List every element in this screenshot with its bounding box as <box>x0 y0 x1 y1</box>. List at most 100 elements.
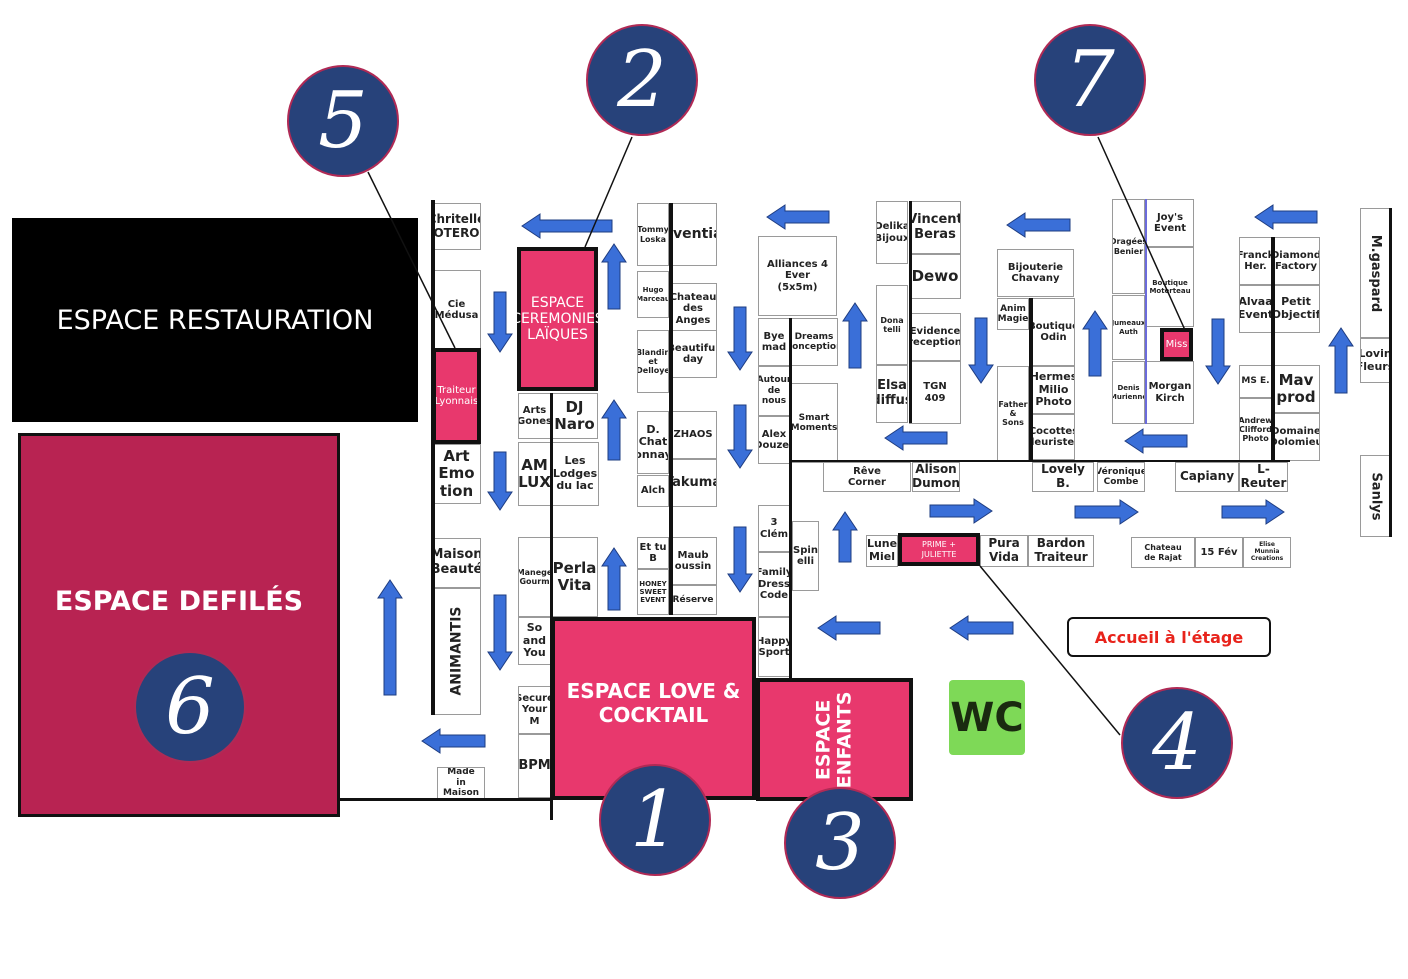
booth-denis[interactable]: Denis Murienne <box>1112 361 1145 424</box>
booth-chateauanges[interactable]: Chateau des Anges <box>669 283 717 335</box>
booth-miss[interactable]: Miss <box>1160 328 1193 361</box>
espace-enfants[interactable]: ESPACE ENFANTS <box>756 678 913 801</box>
espace-ceremonies[interactable]: ESPACE CEREMONIES LAÏQUES <box>511 247 604 391</box>
booth-clem[interactable]: 3 Clém <box>758 505 790 552</box>
booth-otero[interactable]: Chritelle OTERO <box>432 203 481 250</box>
booth-maisonbeaute[interactable]: Maison Beauté <box>432 538 481 588</box>
booth-fev[interactable]: 15 Fév <box>1195 537 1243 568</box>
booth-alvaa[interactable]: Alvaa Event <box>1239 285 1272 333</box>
booth-joys[interactable]: Joy's Event <box>1146 199 1194 247</box>
booth-diamond[interactable]: Diamond Factory <box>1272 237 1320 285</box>
booth-franck[interactable]: Franck Her. <box>1239 237 1272 285</box>
booth-alch[interactable]: Alch <box>637 475 669 507</box>
booth-odin[interactable]: Boutique Odin <box>1032 298 1075 366</box>
booth-dolomieu[interactable]: Domaine Dolomieu <box>1272 413 1320 461</box>
booth-maub[interactable]: Maub oussin <box>669 537 717 585</box>
booth-sanlys[interactable]: Sanlys <box>1360 455 1390 537</box>
booth-arts[interactable]: Arts Gones <box>518 393 551 439</box>
booth-mav[interactable]: Mav prod <box>1272 365 1320 413</box>
booth-reve[interactable]: Rêve Corner <box>823 462 911 492</box>
booth-medusa[interactable]: Cie Médusa <box>432 270 481 350</box>
booth-moterteau[interactable]: Boutique Moterteau <box>1146 247 1194 327</box>
direction-arrow-down-icon <box>727 404 753 469</box>
booth-gaspard[interactable]: M.gaspard <box>1360 208 1390 338</box>
booth-lune[interactable]: Lune Miel <box>866 535 898 567</box>
booth-madein[interactable]: Made in Maison <box>437 767 485 799</box>
booth-artemo[interactable]: Art Emo tion <box>432 444 481 504</box>
accueil-etage[interactable]: Accueil à l'étage <box>1067 617 1271 657</box>
booth-byemad[interactable]: Bye mad <box>758 318 790 366</box>
booth-honey[interactable]: HONEY SWEET EVENT <box>637 569 669 615</box>
booth-dreams[interactable]: Dreams Conception <box>790 318 838 366</box>
booth-lovely[interactable]: Lovely B. <box>1032 462 1094 492</box>
booth-capiany[interactable]: Capiany <box>1175 462 1239 492</box>
booth-dona[interactable]: Dona telli <box>876 285 908 365</box>
booth-mse[interactable]: MS E. <box>1239 365 1272 398</box>
booth-perla[interactable]: Perla Vita <box>551 537 598 617</box>
booth-hermes[interactable]: Hermes Milio Photo <box>1032 366 1075 414</box>
booth-elsa[interactable]: Elsa diffus <box>876 365 908 423</box>
booth-lovin[interactable]: Lovin Fleurs <box>1360 338 1390 383</box>
booth-chavany[interactable]: Bijouterie Chavany <box>997 249 1074 297</box>
booth-manege[interactable]: Manege Gourm <box>518 537 551 617</box>
booth-autour[interactable]: Autour de nous <box>758 366 790 416</box>
booth-vincent[interactable]: Vincent Beras <box>909 201 961 254</box>
booth-dchat[interactable]: D. Chat onnay <box>637 411 669 474</box>
booth-blandin[interactable]: Blandin et Delloye <box>637 330 669 393</box>
booth-dragees[interactable]: Dragées Benier <box>1112 199 1145 294</box>
booth-takuma[interactable]: Takuma <box>669 459 717 507</box>
booth-alex[interactable]: Alex Douzet <box>758 416 790 464</box>
booth-soand[interactable]: So and You <box>518 617 551 665</box>
booth-rajat[interactable]: Chateau de Rajat <box>1131 537 1195 568</box>
booth-lreuter[interactable]: L-Reuter <box>1239 462 1288 492</box>
booth-bardon[interactable]: Bardon Traiteur <box>1028 535 1094 567</box>
direction-arrow-up-icon <box>832 511 858 563</box>
booth-father[interactable]: Father & Sons <box>997 366 1029 461</box>
booth-delika[interactable]: Delika Bijoux <box>876 201 908 264</box>
espace-love-cocktail[interactable]: ESPACE LOVE & COCKTAIL <box>551 617 756 800</box>
booth-prime[interactable]: PRIME + JULIETTE <box>898 533 980 566</box>
booth-alison[interactable]: Alison Dumon <box>912 462 960 492</box>
booth-dewo[interactable]: Dewo <box>909 254 961 299</box>
booth-djnaro[interactable]: DJ Naro <box>551 393 598 439</box>
booth-morgan[interactable]: Morgan Kirch <box>1146 361 1194 424</box>
booth-evidence[interactable]: Evidence reception <box>909 313 961 361</box>
booth-jumeaux[interactable]: Jumeaux Auth <box>1112 295 1145 360</box>
booth-tommy[interactable]: Tommy Loska <box>637 203 669 266</box>
zone-marker: 7 <box>1034 24 1146 136</box>
booth-andrew[interactable]: Andrew Clifford Photo <box>1239 398 1272 461</box>
booth-reserve[interactable]: Réserve <box>669 585 717 615</box>
direction-arrow-down-icon <box>1205 318 1231 385</box>
booth-label: Delika Bijoux <box>876 221 908 244</box>
espace-ceremonies-label: ESPACE CEREMONIES LAÏQUES <box>511 295 604 343</box>
wc[interactable]: WC <box>949 680 1025 755</box>
booth-anim[interactable]: Anim Magie <box>997 298 1029 330</box>
booth-bpm[interactable]: BPM <box>518 734 551 798</box>
booth-tgn[interactable]: TGN 409 <box>909 361 961 424</box>
booth-traiteur[interactable]: Traiteur Lyonnais <box>432 348 481 444</box>
direction-arrow-left-icon <box>949 615 1014 641</box>
booth-alliances[interactable]: Alliances 4 Ever (5x5m) <box>758 236 837 316</box>
booth-petit[interactable]: Petit Objectif <box>1272 285 1320 333</box>
espace-enfants-label: ESPACE ENFANTS <box>812 691 856 788</box>
booth-veronique[interactable]: Véronique Combe <box>1097 462 1145 492</box>
booth-secure[interactable]: Secure Your M <box>518 686 551 734</box>
booth-ettub[interactable]: Et tu B <box>637 537 669 569</box>
booth-family[interactable]: Family Dress Code <box>758 552 790 617</box>
booth-spin[interactable]: Spin elli <box>792 521 819 591</box>
booth-happy[interactable]: Happy Sport <box>758 617 790 677</box>
booth-pura[interactable]: Pura Vida <box>980 535 1028 567</box>
booth-label: Happy Sport <box>758 635 790 659</box>
espace-restauration[interactable]: ESPACE RESTAURATION <box>12 218 418 422</box>
booth-animantis[interactable]: ANIMANTIS <box>432 588 481 715</box>
booth-lodges[interactable]: Les Lodges du lac <box>551 442 599 506</box>
booth-elise[interactable]: Elise Munnia Creations <box>1243 537 1291 568</box>
booth-eventia[interactable]: Eventia <box>669 203 717 266</box>
booth-label: Les Lodges du lac <box>552 454 598 493</box>
booth-hugo[interactable]: Hugo Marceau <box>637 271 669 318</box>
booth-amlux[interactable]: AM LUX <box>518 442 551 506</box>
booth-beautiful[interactable]: Beautiful day <box>669 330 717 378</box>
booth-smart[interactable]: Smart Moments <box>790 383 838 463</box>
booth-cocottes[interactable]: Cocottes fleuristes <box>1032 414 1075 460</box>
booth-zhaos[interactable]: ZHAOS <box>669 411 717 459</box>
